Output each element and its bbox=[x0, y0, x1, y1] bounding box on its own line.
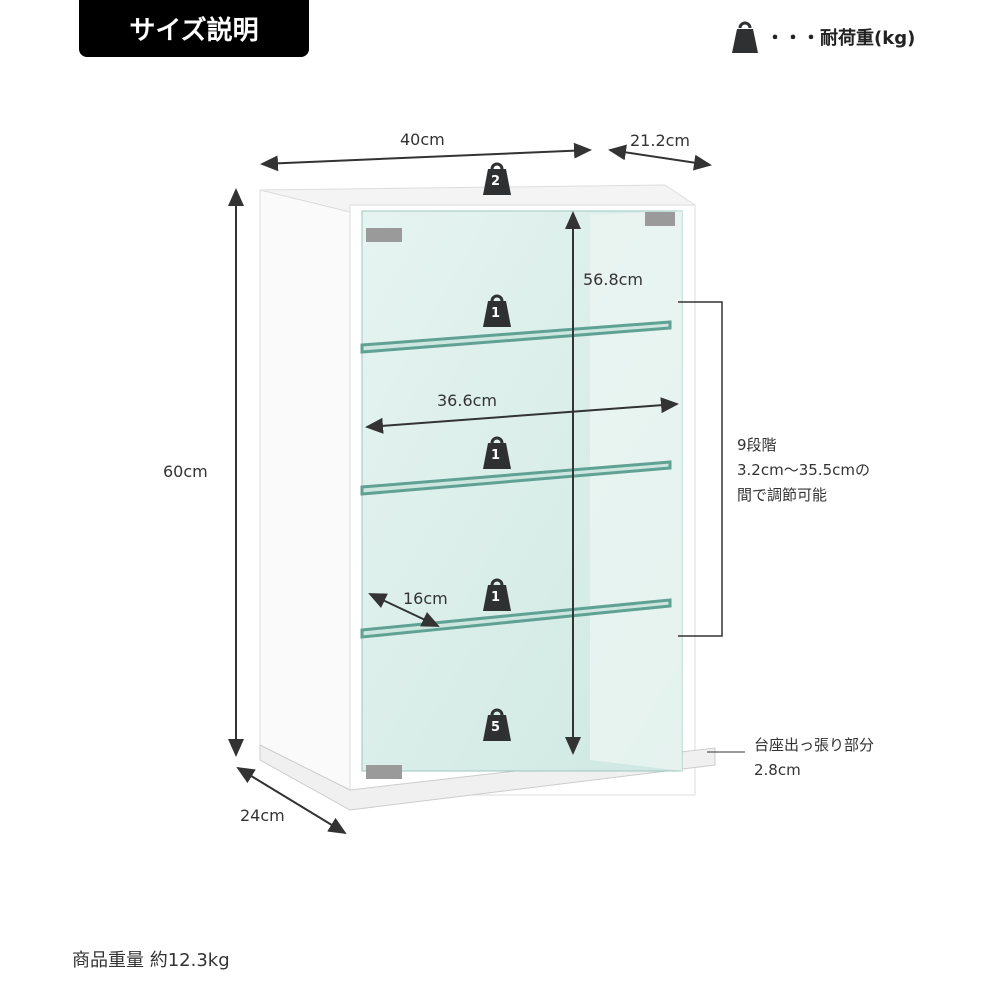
note-line: 間で調節可能 bbox=[737, 486, 828, 504]
note-line: 台座出っ張り部分 bbox=[754, 736, 875, 754]
height-label: 60cm bbox=[163, 462, 208, 481]
shelf-depth-label: 16cm bbox=[403, 589, 448, 608]
legend: ・・・ 耐荷重(kg) bbox=[730, 20, 915, 54]
weight-icon bbox=[483, 708, 511, 741]
hinge bbox=[645, 212, 675, 226]
note-line: 9段階 bbox=[737, 436, 777, 454]
inner-width-arrow bbox=[365, 397, 679, 434]
inner-height-label: 56.8cm bbox=[583, 270, 644, 289]
load-shelf-3: 1 bbox=[491, 590, 501, 605]
inner-width-label: 36.6cm bbox=[437, 391, 498, 410]
load-top: 2 bbox=[491, 174, 501, 189]
adjust-bracket bbox=[678, 301, 723, 637]
page-title: サイズ説明 bbox=[79, 0, 309, 57]
load-bottom: 5 bbox=[491, 720, 501, 735]
load-shelf-1: 1 bbox=[491, 306, 501, 321]
product-weight: 商品重量 約12.3kg bbox=[72, 950, 230, 971]
hinge bbox=[366, 765, 402, 779]
weight-icon bbox=[483, 294, 511, 327]
weight-icon bbox=[732, 21, 758, 53]
load-shelf-2: 1 bbox=[491, 448, 501, 463]
depth-top-arrow bbox=[608, 144, 712, 171]
width-arrow bbox=[260, 142, 592, 172]
base-note: 台座出っ張り部分 2.8cm bbox=[754, 733, 874, 783]
depth-arrow bbox=[236, 766, 347, 835]
depth-label: 24cm bbox=[240, 806, 285, 825]
width-label: 40cm bbox=[400, 130, 445, 149]
weight-icon bbox=[483, 436, 511, 469]
shelf-depth-arrow bbox=[368, 593, 440, 627]
hinge bbox=[366, 228, 402, 242]
cabinet-side bbox=[259, 189, 351, 811]
weight-icons bbox=[483, 162, 511, 741]
depth-top-label: 21.2cm bbox=[630, 131, 691, 150]
shelf-adjust-note: 9段階 3.2cm〜35.5cmの 間で調節可能 bbox=[737, 433, 870, 508]
legend-label: 耐荷重(kg) bbox=[820, 28, 916, 49]
weight-icon bbox=[483, 162, 511, 195]
note-line: 3.2cm〜35.5cmの bbox=[737, 461, 870, 479]
weight-icon bbox=[483, 578, 511, 611]
legend-dots: ・・・ bbox=[766, 28, 820, 49]
note-line: 2.8cm bbox=[754, 761, 801, 779]
